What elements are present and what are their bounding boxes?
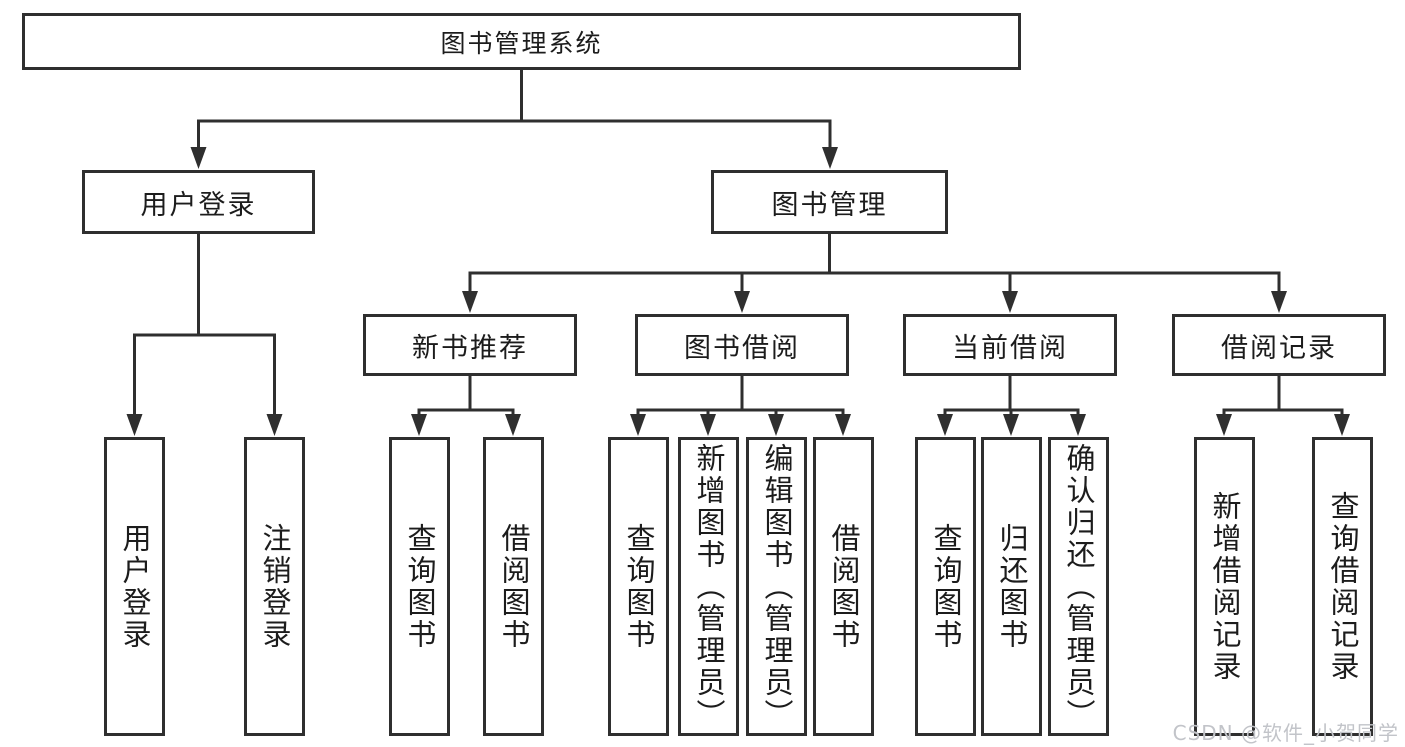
leaf-label: 确认归还（管理员） (1062, 442, 1096, 731)
leaf-label: 注销登录 (258, 522, 292, 651)
leaf-label: 编辑图书（管理员） (760, 442, 794, 731)
node-new-book-recommendation: 新书推荐 (363, 314, 577, 376)
leaf-label: 查询图书 (929, 522, 963, 651)
leaf-query-borrow-record: 查询借阅记录 (1312, 437, 1373, 736)
leaf-add-book-admin: 新增图书（管理员） (678, 437, 739, 736)
leaf-label: 归还图书 (995, 522, 1029, 651)
leaf-borrow-books-borrow: 借阅图书 (813, 437, 874, 736)
leaf-query-books-recommend: 查询图书 (389, 437, 450, 736)
csdn-watermark: CSDN @软件_小贺同学 (1172, 721, 1399, 745)
leaf-borrow-books-recommend: 借阅图书 (483, 437, 544, 736)
leaf-logout: 注销登录 (244, 437, 305, 736)
leaf-return-book: 归还图书 (981, 437, 1042, 736)
leaf-label: 新增图书（管理员） (692, 442, 726, 731)
node-book-borrowing: 图书借阅 (635, 314, 849, 376)
leaf-label: 借阅图书 (497, 522, 531, 651)
leaf-label: 查询借阅记录 (1326, 490, 1360, 683)
leaf-query-books-current: 查询图书 (915, 437, 976, 736)
leaf-label: 新增借阅记录 (1208, 490, 1242, 683)
leaf-label: 查询图书 (403, 522, 437, 651)
node-borrowing-records: 借阅记录 (1172, 314, 1386, 376)
leaf-confirm-return-admin: 确认归还（管理员） (1048, 437, 1109, 736)
leaf-label: 借阅图书 (827, 522, 861, 651)
node-current-borrowing: 当前借阅 (903, 314, 1117, 376)
leaf-edit-book-admin: 编辑图书（管理员） (746, 437, 807, 736)
node-user-login: 用户登录 (82, 170, 315, 234)
node-book-management: 图书管理 (711, 170, 948, 234)
leaf-add-borrow-record: 新增借阅记录 (1194, 437, 1255, 736)
leaf-user-login: 用户登录 (104, 437, 165, 736)
leaf-query-books-borrow: 查询图书 (608, 437, 669, 736)
leaf-label: 用户登录 (118, 522, 152, 651)
leaf-label: 查询图书 (622, 522, 656, 651)
node-library-management-system: 图书管理系统 (22, 13, 1021, 70)
